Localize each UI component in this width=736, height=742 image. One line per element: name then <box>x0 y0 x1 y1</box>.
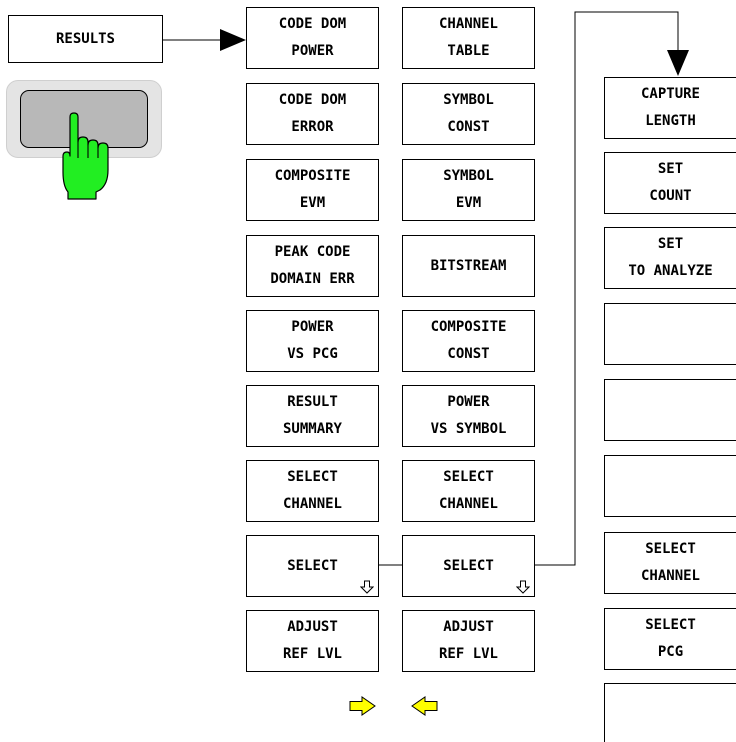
softkey-label: SET COUNT <box>649 161 692 204</box>
softkey-select[interactable]: SELECT <box>246 535 379 597</box>
softkey-label: POWER VS SYMBOL <box>430 394 507 437</box>
results-key-text: RESULTS <box>55 30 115 47</box>
softkey-set-count[interactable]: SET COUNT <box>604 152 736 214</box>
softkey-select-channel[interactable]: SELECT CHANNEL <box>604 532 736 594</box>
softkey-channel-table[interactable]: CHANNEL TABLE <box>402 7 535 69</box>
softkey-bitstream[interactable]: BITSTREAM <box>402 235 535 297</box>
softkey-select-channel[interactable]: SELECT CHANNEL <box>402 460 535 522</box>
softkey-peak-code-domain-err[interactable]: PEAK CODE DOMAIN ERR <box>246 235 379 297</box>
softkey-label: SELECT CHANNEL <box>640 541 700 584</box>
softkey-label: CHANNEL TABLE <box>438 16 498 59</box>
softkey-label: CODE DOM POWER <box>278 16 347 59</box>
softkey-label: ADJUST REF LVL <box>438 619 498 662</box>
submenu-down-arrow-icon <box>360 580 374 594</box>
softkey-blank[interactable] <box>604 455 736 517</box>
softkey-power-vs-symbol[interactable]: POWER VS SYMBOL <box>402 385 535 447</box>
right-arrow-icon[interactable] <box>348 695 378 717</box>
softkey-label: SET TO ANALYZE <box>628 236 713 279</box>
softkey-label: BITSTREAM <box>430 257 507 274</box>
results-key-label[interactable]: RESULTS <box>8 15 163 63</box>
softkey-select-pcg[interactable]: SELECT PCG <box>604 608 736 670</box>
softkey-symbol-evm[interactable]: SYMBOL EVM <box>402 159 535 221</box>
submenu-connector-line <box>535 11 679 566</box>
softkey-symbol-const[interactable]: SYMBOL CONST <box>402 83 535 145</box>
softkey-blank[interactable] <box>604 303 736 365</box>
softkey-select-channel[interactable]: SELECT CHANNEL <box>246 460 379 522</box>
softkey-blank[interactable] <box>604 683 736 742</box>
softkey-label: CODE DOM ERROR <box>278 92 347 135</box>
softkey-label: COMPOSITE EVM <box>274 168 351 211</box>
softkey-composite-evm[interactable]: COMPOSITE EVM <box>246 159 379 221</box>
softkey-adjust-ref-lvl[interactable]: ADJUST REF LVL <box>402 610 535 672</box>
softkey-label: POWER VS PCG <box>287 319 338 362</box>
results-connector-arrowhead <box>220 29 246 51</box>
softkey-code-dom-error[interactable]: CODE DOM ERROR <box>246 83 379 145</box>
softkey-label: SYMBOL EVM <box>443 168 494 211</box>
softkey-capture-length[interactable]: CAPTURE LENGTH <box>604 77 736 139</box>
softkey-label: ADJUST REF LVL <box>282 619 342 662</box>
submenu-down-arrow-icon <box>516 580 530 594</box>
softkey-label: SYMBOL CONST <box>443 92 494 135</box>
softkey-label: CAPTURE LENGTH <box>640 86 700 129</box>
softkey-blank[interactable] <box>604 379 736 441</box>
softkey-label: SELECT CHANNEL <box>282 469 342 512</box>
softkey-label: SELECT <box>443 557 494 574</box>
softkey-label: PEAK CODE DOMAIN ERR <box>270 244 355 287</box>
softkey-adjust-ref-lvl[interactable]: ADJUST REF LVL <box>246 610 379 672</box>
softkey-select[interactable]: SELECT <box>402 535 535 597</box>
softkey-label: SELECT PCG <box>645 617 696 660</box>
softkey-label: RESULT SUMMARY <box>282 394 342 437</box>
softkey-set-to-analyze[interactable]: SET TO ANALYZE <box>604 227 736 289</box>
softkey-label: COMPOSITE CONST <box>430 319 507 362</box>
softkey-composite-const[interactable]: COMPOSITE CONST <box>402 310 535 372</box>
softkey-result-summary[interactable]: RESULT SUMMARY <box>246 385 379 447</box>
submenu-connector-arrowhead <box>667 50 689 76</box>
softkey-label: SELECT <box>287 557 338 574</box>
softkey-code-dom-power[interactable]: CODE DOM POWER <box>246 7 379 69</box>
softkey-label: SELECT CHANNEL <box>438 469 498 512</box>
pointing-hand-icon <box>62 112 109 200</box>
softkey-power-vs-pcg[interactable]: POWER VS PCG <box>246 310 379 372</box>
left-arrow-icon[interactable] <box>409 695 439 717</box>
